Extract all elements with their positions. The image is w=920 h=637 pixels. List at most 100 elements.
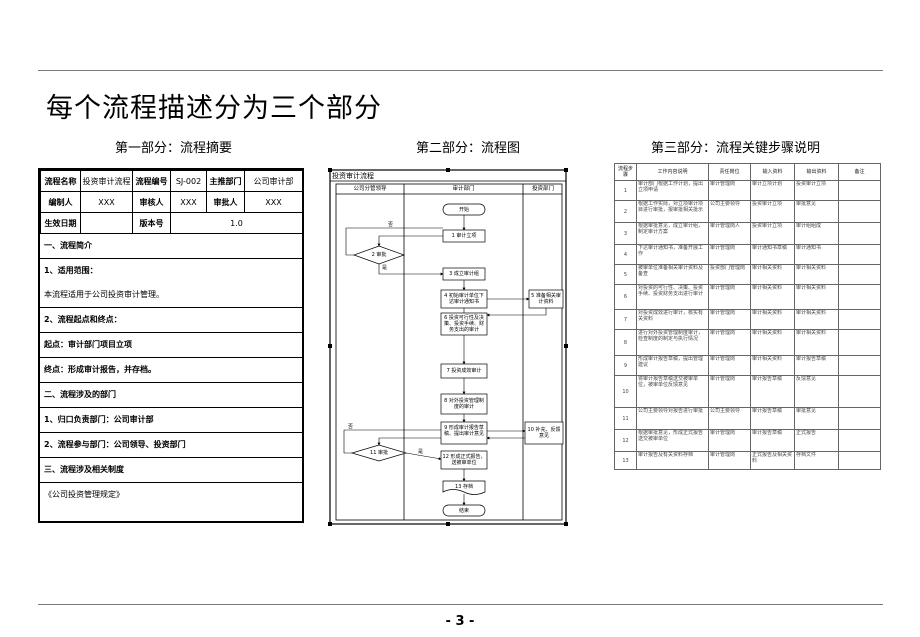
step-number-cell: 7 (614, 309, 637, 330)
output-cell: 审计通知书 (794, 244, 839, 265)
section1-heading: 第一部分：流程摘要 (115, 141, 233, 156)
input-cell: 审计相关资料 (750, 329, 795, 356)
label-lead-dept: 主推部门 (206, 170, 245, 192)
content-cell: 根据审批意见，形成正式报告送交被审单位 (636, 429, 709, 452)
header-content: 工作内容说明 (636, 163, 709, 181)
step-5-label: 5 准备相关审计资料 (531, 293, 561, 305)
slide-title: 每个流程描述分为三个部分 (46, 93, 382, 124)
section2-heading: 第二部分：流程图 (416, 141, 521, 156)
content-cell: 形成审计报告草稿，提出管理建议 (636, 355, 709, 376)
role-cell: 审计管理岗 (708, 244, 751, 265)
remark-cell (838, 375, 881, 408)
value-effective-date (80, 212, 133, 234)
input-cell: 审计相关资料 (750, 355, 795, 376)
header-step: 流程步骤 (614, 163, 637, 181)
step-number-cell: 2 (614, 200, 637, 223)
remark-cell (838, 180, 881, 201)
flowchart-frame (329, 169, 567, 525)
depts-heading: 二、流程涉及的部门 (40, 383, 302, 408)
overview-heading: 一、流程简介 (40, 234, 302, 259)
role-cell: 审计管理岗 (708, 284, 751, 310)
flowchart-graphic (328, 168, 568, 526)
step-3-label: 3 成立审计组 (449, 271, 479, 277)
output-cell: 审计相关资料 (794, 284, 839, 310)
role-cell: 审计管理岗人 (708, 222, 751, 245)
end-text: 终点：形成审计报告，并存档。 (40, 358, 302, 383)
step-number-cell: 5 (614, 264, 637, 285)
output-cell: 审计组组成 (794, 222, 839, 245)
step-number-cell: 9 (614, 355, 637, 376)
lane-audit-dept: 审计部门 (452, 186, 475, 192)
swimlane-container (335, 183, 563, 521)
step-10-box (524, 421, 564, 445)
input-cell: 投资审计立项 (750, 222, 795, 245)
lead-dept-text: 1、归口负责部门：公司审计部 (40, 408, 302, 433)
remark-cell (838, 429, 881, 452)
scope-text: 本流程适用于公司投资审计管理。 (40, 283, 302, 308)
content-cell: 对投资的可行性、决策、投资手续、投资财务支出进行审计 (636, 284, 709, 310)
label-reviewer: 审核人 (132, 191, 171, 213)
remark-cell (838, 200, 881, 223)
rules-text: 《公司投资管理规定》 (44, 490, 124, 499)
role-cell: 审计管理岗 (708, 355, 751, 376)
step-number-cell: 12 (614, 429, 637, 452)
value-reviewer: XXX (170, 191, 207, 213)
step-number-cell: 8 (614, 329, 637, 356)
flowchart-title: 投资审计流程 (332, 172, 374, 180)
yes-label-2: 是 (382, 265, 388, 271)
output-cell: 审计报告草稿 (794, 355, 839, 376)
output-cell: 审计相关资料 (794, 264, 839, 285)
label-effective-date: 生效日期 (40, 212, 81, 234)
process-summary-panel: 流程名称 投资审计流程 流程编号 SJ-002 主推部门 公司审计部 编制人 X… (38, 168, 304, 523)
value-version: 1.0 (170, 212, 302, 234)
role-cell: 审计管理岗 (708, 451, 751, 470)
top-rule (38, 70, 883, 71)
step-10-label: 10 补充、反馈意见 (527, 427, 561, 439)
content-cell: 被审单位准备相关审计资料及备查 (636, 264, 709, 285)
page-number: - 3 - (445, 614, 475, 629)
remark-cell (838, 329, 881, 356)
step-12-label: 12 形成正式报告，送被审单位 (442, 454, 486, 466)
output-cell: 投资审计立项 (794, 180, 839, 201)
step-1-label: 1 审计立项 (451, 233, 477, 239)
step-11-label: 11 审批 (370, 450, 388, 456)
scope-label: 1、适用范围： (44, 266, 98, 275)
input-cell: 投资审计立项 (750, 200, 795, 223)
remark-cell (838, 264, 881, 285)
step-number-cell: 6 (614, 284, 637, 310)
step-number-cell: 13 (614, 451, 637, 470)
step-2-label: 2 审批 (371, 252, 387, 258)
value-lead-dept: 公司审计部 (244, 170, 302, 192)
input-cell: 审计通知书草稿 (750, 244, 795, 265)
role-cell: 审计管理岗 (708, 309, 751, 330)
end-label: 结束 (458, 508, 469, 514)
output-cell: 存档文件 (794, 451, 839, 470)
step-6-label: 6 投资可行性及决策、投资手续、财务支出的审计 (443, 315, 484, 333)
header-role: 责任岗位 (708, 163, 751, 181)
remark-cell (838, 451, 881, 470)
start-text: 起点：审计部门项目立项 (40, 333, 302, 358)
value-process-no: SJ-002 (170, 170, 207, 192)
label-author: 编制人 (40, 191, 81, 213)
label-process-no: 流程编号 (132, 170, 171, 192)
key-steps-header-row: 流程步骤 工作内容说明 责任岗位 输入资料 输出资料 备注 (614, 163, 881, 181)
header-input: 输入资料 (750, 163, 795, 181)
remark-cell (838, 244, 881, 265)
end-node (442, 504, 486, 517)
step-number-cell: 11 (614, 407, 637, 430)
step-9-box (440, 421, 488, 445)
label-approver: 审批人 (206, 191, 245, 213)
step-9-label: 9 形成审计报告草稿、提出审计意见 (443, 425, 484, 437)
content-cell: 进行对外投资管理制度审计，检查制度的制定与执行情况 (636, 329, 709, 356)
input-cell: 审计报告草稿 (750, 429, 795, 452)
role-cell: 审计管理岗 (708, 375, 751, 408)
step-4-label: 4 初始审计单位下达审计通知书 (444, 293, 484, 305)
